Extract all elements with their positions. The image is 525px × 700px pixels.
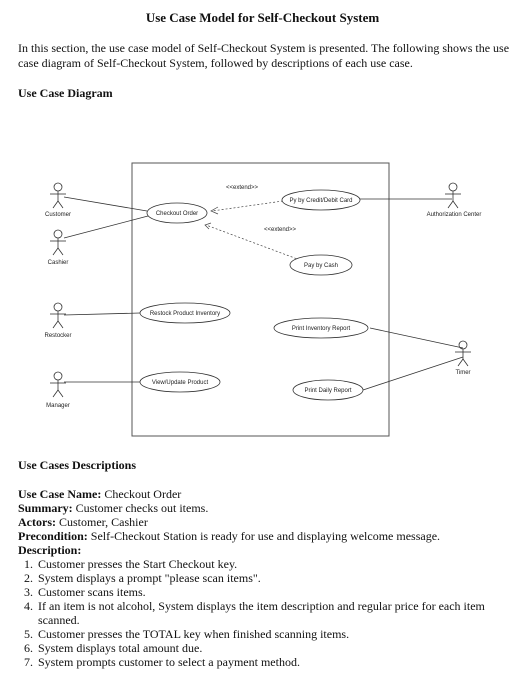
summary-line: Summary: Customer checks out items. [18,501,513,515]
section-heading-diagram: Use Case Diagram [18,86,113,100]
summary-value: Customer checks out items. [75,501,209,515]
usecase-label: Py by Credit/Debit Card [289,198,352,204]
section-heading-descriptions: Use Cases Descriptions [18,458,136,472]
precondition-value: Self-Checkout Station is ready for use a… [90,529,441,543]
usecase-name-label: Use Case Name: [18,487,102,501]
page-title: Use Case Model for Self-Checkout System [145,10,380,25]
usecase-print-inventory-report: Print Inventory Report [273,317,369,339]
actor-manager [50,371,66,398]
usecase-label: Checkout Order [156,211,198,217]
usecase-label: Restock Product Inventory [150,311,220,317]
system-boundary [131,162,390,437]
actor-label-cashier: Cashier [48,260,69,266]
assoc-timer-daily [362,356,464,391]
step-item: Customer scans items. [36,585,513,599]
step-item: Customer presses the TOTAL key when fini… [36,627,513,641]
step-item: System prompts customer to select a paym… [36,655,513,669]
description-label: Description: [18,543,82,557]
actors-label: Actors: [18,515,56,529]
description-steps: Customer presses the Start Checkout key.… [18,557,513,669]
usecase-label: Pay by Cash [304,263,338,269]
extend-label-1: <<extend>> [226,185,259,191]
step-item: System displays total amount due. [36,641,513,655]
usecase-print-daily-report: Print Daily Report [292,379,364,401]
usecase-restock-inventory: Restock Product Inventory [139,302,231,324]
usecase-pay-card: Py by Credit/Debit Card [281,189,361,211]
usecase-details: Use Case Name: Checkout Order Summary: C… [18,487,513,669]
actor-cashier [50,229,66,256]
step-item: Customer presses the Start Checkout key. [36,557,513,571]
usecase-label: Print Inventory Report [292,326,351,332]
precondition-label: Precondition: [18,529,88,543]
usecase-label: Print Daily Report [304,388,351,394]
description-line: Description: [18,543,513,557]
intro-paragraph: In this section, the use case model of S… [18,41,510,70]
step-item: System displays a prompt "please scan it… [36,571,513,585]
extend-card [211,200,284,212]
use-case-diagram: <<extend>> <<extend>> Checkout Order Py … [44,162,482,437]
actor-label-manager: Manager [46,403,70,409]
extend-label-2: <<extend>> [264,227,297,233]
usecase-checkout-order: Checkout Order [146,202,208,224]
precondition-line: Precondition: Self-Checkout Station is r… [18,529,513,543]
assoc-cashier-checkout [63,215,149,239]
actor-label-restocker: Restocker [44,333,71,339]
actor-authorization-center [445,182,461,209]
assoc-timer-inventory [369,327,464,349]
actor-customer [50,182,66,209]
usecase-name-value: Checkout Order [104,487,182,501]
assoc-customer-checkout [63,196,148,212]
actors-value: Customer, Cashier [58,515,148,529]
actor-restocker [50,302,66,329]
step-item: If an item is not alcohol, System displa… [36,599,513,627]
actors-line: Actors: Customer, Cashier [18,515,513,529]
usecase-pay-cash: Pay by Cash [289,254,353,276]
actor-label-timer: Timer [455,370,470,376]
usecase-name-line: Use Case Name: Checkout Order [18,487,513,501]
actor-label-authorization-center: Authorization Center [427,212,482,218]
actor-label-customer: Customer [45,212,71,218]
actor-timer [455,340,471,367]
summary-label: Summary: [18,501,73,515]
usecase-view-update-product: View/Update Product [139,371,221,393]
usecase-label: View/Update Product [152,380,209,386]
assoc-restocker-restock [63,312,141,316]
extend-cash [205,224,301,261]
